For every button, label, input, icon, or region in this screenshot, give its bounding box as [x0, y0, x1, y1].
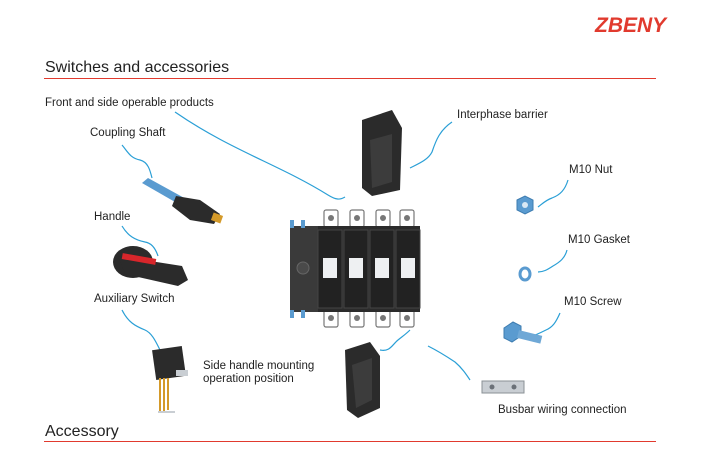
- label-auxiliary-switch: Auxiliary Switch: [94, 293, 175, 305]
- leader-m10-screw: [529, 312, 561, 338]
- leader-coupling-shaft: [121, 144, 153, 179]
- m10-gasket-part: [518, 266, 532, 282]
- label-m10-screw: M10 Screw: [564, 296, 622, 308]
- label-m10-gasket: M10 Gasket: [568, 234, 630, 246]
- brand-logo: ZBENY: [594, 13, 695, 42]
- label-m10-nut: M10 Nut: [569, 164, 613, 176]
- coupling-shaft-part: [142, 178, 224, 224]
- label-handle: Handle: [94, 211, 131, 223]
- page-title: Switches and accessories: [45, 59, 230, 76]
- leader-front-side: [174, 111, 346, 200]
- leader-lines: [121, 111, 569, 381]
- leader-interphase-barrier: [409, 121, 453, 169]
- label-front-side-operable: Front and side operable products: [45, 97, 214, 109]
- leader-handle: [121, 225, 159, 257]
- side-handle-plate-part: [345, 342, 380, 418]
- label-busbar: Busbar wiring connection: [498, 404, 627, 416]
- leader-auxiliary-switch: [121, 309, 161, 351]
- leader-busbar: [427, 345, 471, 381]
- busbar-part: [481, 380, 525, 394]
- main-switch-product: [290, 209, 421, 328]
- accessory-title: Accessory: [45, 423, 119, 440]
- m10-screw-part: [503, 321, 543, 344]
- leader-m10-gasket: [537, 249, 568, 273]
- label-interphase-barrier: Interphase barrier: [457, 109, 548, 121]
- auxiliary-switch-part: [152, 346, 188, 413]
- leader-m10-nut: [537, 179, 569, 208]
- label-coupling-shaft: Coupling Shaft: [90, 127, 166, 139]
- m10-nut-part: [516, 195, 534, 215]
- label-side-handle-line2: operation position: [203, 373, 294, 385]
- interphase-barrier-part: [362, 110, 402, 196]
- accessory-divider: [44, 441, 656, 442]
- label-side-handle-line1: Side handle mounting: [203, 360, 315, 372]
- title-divider: [44, 78, 656, 79]
- leader-side-handle: [379, 329, 411, 351]
- brand-logo-text: ZBENY: [594, 14, 668, 37]
- handle-part: [113, 246, 188, 286]
- label-side-handle: Side handle mounting operation position: [203, 360, 314, 386]
